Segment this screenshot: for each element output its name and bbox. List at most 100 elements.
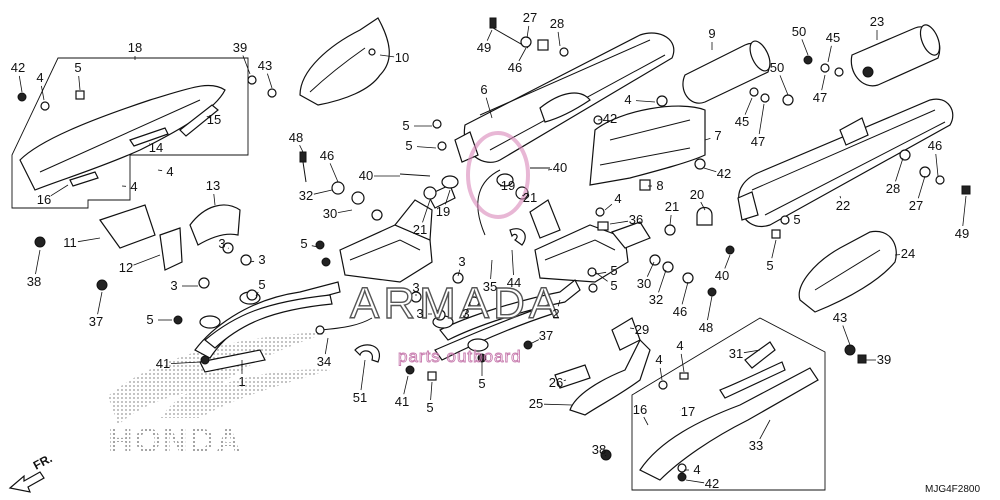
callout-27: 27 — [523, 10, 537, 25]
callout-49: 49 — [477, 40, 491, 55]
callout-32: 32 — [299, 188, 313, 203]
muffler-protector-9 — [682, 40, 771, 104]
callout-6: 6 — [480, 82, 487, 97]
lead-line-3 — [468, 301, 471, 307]
lead-line-28 — [557, 31, 561, 47]
callout-26: 26 — [549, 375, 563, 390]
callout-18: 18 — [128, 40, 142, 55]
callout-46: 46 — [673, 304, 687, 319]
callout-9: 9 — [708, 26, 715, 41]
lead-line-33 — [759, 419, 771, 440]
callout-40: 40 — [359, 168, 373, 183]
exhaust-pipe-1 — [194, 281, 341, 373]
lead-line-46 — [518, 47, 527, 62]
callout-5: 5 — [766, 258, 773, 273]
lead-line-29 — [629, 327, 635, 330]
callout-5: 5 — [478, 376, 485, 391]
lead-line-19 — [445, 189, 451, 205]
callout-38: 38 — [27, 274, 41, 289]
callout-23: 23 — [870, 14, 884, 29]
lead-line-49 — [486, 29, 493, 41]
callout-41: 41 — [156, 356, 170, 371]
callout-7: 7 — [714, 128, 721, 143]
callout-50: 50 — [770, 60, 784, 75]
callout-4: 4 — [614, 191, 621, 206]
lead-line-37 — [529, 339, 539, 345]
lead-line-38 — [604, 454, 607, 457]
callout-24: 24 — [901, 246, 915, 261]
lead-line-5 — [255, 291, 259, 297]
callout-14: 14 — [149, 140, 163, 155]
callout-16: 16 — [37, 192, 51, 207]
callout-3: 3 — [218, 236, 225, 251]
callout-28: 28 — [886, 181, 900, 196]
callout-29: 29 — [635, 322, 649, 337]
callout-16: 16 — [633, 402, 647, 417]
exhaust-covers-left — [99, 204, 241, 271]
lead-line-12 — [133, 254, 161, 266]
lead-line-3 — [457, 269, 461, 277]
lead-line-35 — [490, 259, 493, 280]
callout-4: 4 — [655, 352, 662, 367]
callout-32: 32 — [649, 292, 663, 307]
callout-3: 3 — [458, 254, 465, 269]
callout-30: 30 — [637, 276, 651, 291]
lead-line-50 — [779, 75, 789, 96]
lead-line-47 — [758, 103, 765, 135]
callout-42: 42 — [705, 476, 719, 491]
callout-20: 20 — [690, 187, 704, 202]
lead-line-48 — [707, 295, 713, 321]
callout-19: 19 — [501, 178, 515, 193]
lead-line-4 — [604, 203, 613, 211]
callout-27: 27 — [909, 198, 923, 213]
lead-line-42 — [685, 479, 705, 484]
callout-12: 12 — [119, 260, 133, 275]
callout-5: 5 — [610, 278, 617, 293]
callout-25: 25 — [529, 396, 543, 411]
callout-43: 43 — [833, 310, 847, 325]
lead-line-20 — [700, 201, 706, 211]
lead-line-36 — [609, 220, 629, 225]
lead-line-4 — [659, 367, 663, 381]
callout-44: 44 — [507, 275, 521, 290]
lower-protector-right — [639, 341, 819, 481]
callout-38: 38 — [592, 442, 606, 457]
lead-line-21 — [422, 199, 431, 223]
callout-5: 5 — [793, 212, 800, 227]
honda-wing-logo: HONDA — [108, 332, 330, 460]
lower-protector-center — [554, 317, 651, 416]
callout-35: 35 — [483, 279, 497, 294]
callout-33: 33 — [749, 438, 763, 453]
lead-line-47 — [821, 74, 826, 91]
lead-line-5 — [430, 381, 433, 401]
callout-11: 11 — [63, 235, 77, 250]
lead-line-50 — [801, 39, 809, 56]
callout-3: 3 — [170, 278, 177, 293]
lead-line-38 — [35, 249, 41, 275]
callout-37: 37 — [89, 314, 103, 329]
callout-5: 5 — [610, 263, 617, 278]
callout-39: 39 — [233, 40, 247, 55]
callout-46: 46 — [320, 148, 334, 163]
callout-10: 10 — [395, 50, 409, 65]
callout-3: 3 — [258, 252, 265, 267]
fasteners — [17, 17, 971, 482]
callout-48: 48 — [699, 320, 713, 335]
lead-line-13 — [213, 193, 216, 206]
callout-47: 47 — [751, 134, 765, 149]
lead-line-51 — [360, 359, 366, 391]
heat-shield-right — [798, 230, 897, 313]
lead-line-6 — [485, 97, 493, 119]
diagram-code: MJG4F2800 — [925, 484, 980, 495]
callout-39: 39 — [877, 352, 891, 367]
muffler-right — [737, 98, 954, 227]
callout-5: 5 — [74, 60, 81, 75]
lead-line-25 — [543, 403, 573, 406]
lead-line-22 — [839, 195, 842, 199]
callout-46: 46 — [928, 138, 942, 153]
callout-40: 40 — [553, 160, 567, 175]
callout-4: 4 — [676, 338, 683, 353]
callout-22: 22 — [836, 198, 850, 213]
callout-50: 50 — [792, 24, 806, 39]
